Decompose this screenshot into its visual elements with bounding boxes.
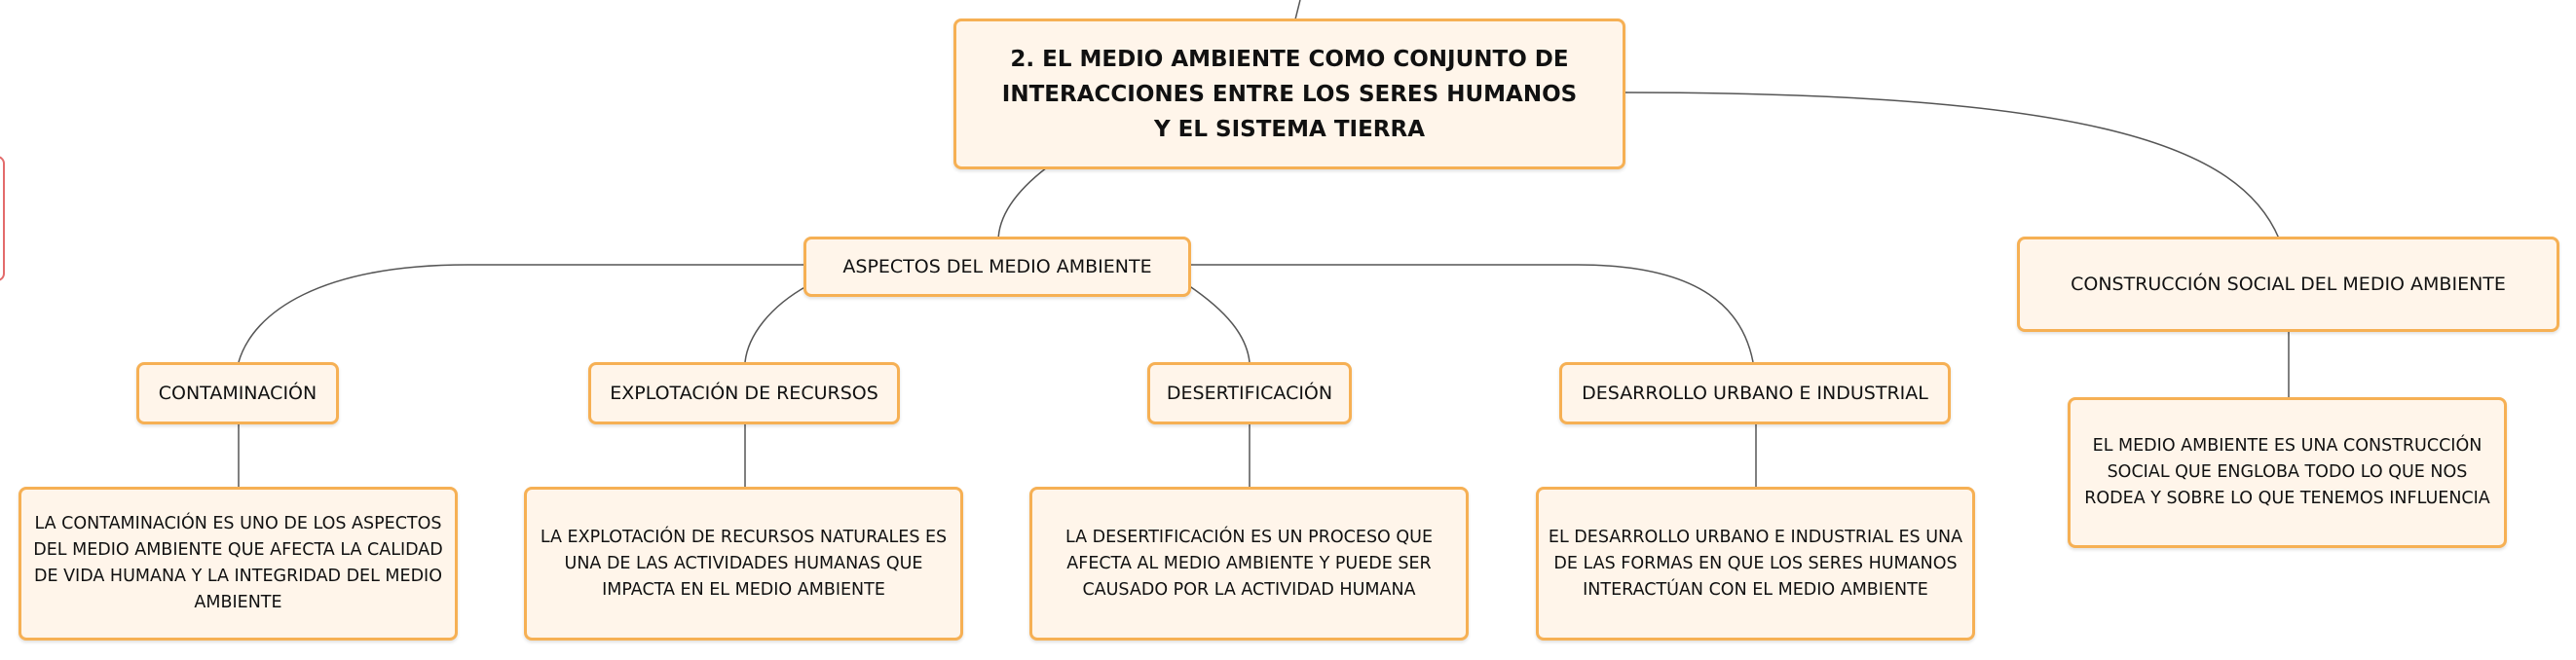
subtopic-explotacion-recursos[interactable]: EXPLOTACIÓN DE RECURSOS (588, 362, 900, 424)
detail-construccion-social-text: EL MEDIO AMBIENTE ES UNA CONSTRUCCIÓN SO… (2084, 436, 2490, 508)
topic-aspectos-label: ASPECTOS DEL MEDIO AMBIENTE (842, 256, 1152, 277)
topic-construccion-social[interactable]: CONSTRUCCIÓN SOCIAL DEL MEDIO AMBIENTE (2017, 237, 2559, 332)
detail-contaminacion-text: LA CONTAMINACIÓN ES UNO DE LOS ASPECTOS … (33, 514, 443, 612)
subtopic-desarrollo-urbano-label: DESARROLLO URBANO E INDUSTRIAL (1582, 383, 1928, 404)
detail-construccion-social[interactable]: EL MEDIO AMBIENTE ES UNA CONSTRUCCIÓN SO… (2068, 397, 2507, 548)
root-topic-label: 2. EL MEDIO AMBIENTE COMO CONJUNTO DE IN… (1001, 46, 1578, 142)
connector-aspects-desertificacion (1187, 284, 1251, 363)
subtopic-desertificacion-label: DESERTIFICACIÓN (1166, 383, 1333, 404)
detail-desertificacion-text: LA DESERTIFICACIÓN ES UN PROCESO QUE AFE… (1064, 527, 1434, 600)
detail-desarrollo-urbano-text: EL DESARROLLO URBANO E INDUSTRIAL ES UNA… (1548, 527, 1963, 600)
topic-aspectos[interactable]: ASPECTOS DEL MEDIO AMBIENTE (803, 237, 1191, 297)
connector-root-parent (1294, 0, 1301, 20)
detail-explotacion-recursos-text: LA EXPLOTACIÓN DE RECURSOS NATURALES ES … (540, 527, 948, 600)
connector-root-aspects (997, 166, 1048, 242)
subtopic-contaminacion[interactable]: CONTAMINACIÓN (136, 362, 339, 424)
subtopic-desarrollo-urbano[interactable]: DESARROLLO URBANO E INDUSTRIAL (1559, 362, 1951, 424)
connector-aspects-desarrollo (1188, 264, 1754, 363)
detail-explotacion-recursos[interactable]: LA EXPLOTACIÓN DE RECURSOS NATURALES ES … (524, 487, 963, 641)
root-topic[interactable]: 2. EL MEDIO AMBIENTE COMO CONJUNTO DE IN… (953, 18, 1625, 169)
connector-aspects-contaminacion (238, 264, 808, 363)
connector-aspects-explotacion (744, 284, 809, 363)
detail-desertificacion[interactable]: LA DESERTIFICACIÓN ES UN PROCESO QUE AFE… (1029, 487, 1469, 641)
side-panel-tab[interactable] (0, 156, 5, 281)
topic-construccion-social-label: CONSTRUCCIÓN SOCIAL DEL MEDIO AMBIENTE (2071, 274, 2506, 295)
detail-desarrollo-urbano[interactable]: EL DESARROLLO URBANO E INDUSTRIAL ES UNA… (1536, 487, 1975, 641)
subtopic-contaminacion-label: CONTAMINACIÓN (158, 383, 317, 404)
detail-contaminacion[interactable]: LA CONTAMINACIÓN ES UNO DE LOS ASPECTOS … (19, 487, 458, 641)
connector-root-social (1623, 92, 2280, 239)
subtopic-desertificacion[interactable]: DESERTIFICACIÓN (1147, 362, 1352, 424)
subtopic-explotacion-recursos-label: EXPLOTACIÓN DE RECURSOS (610, 383, 878, 404)
